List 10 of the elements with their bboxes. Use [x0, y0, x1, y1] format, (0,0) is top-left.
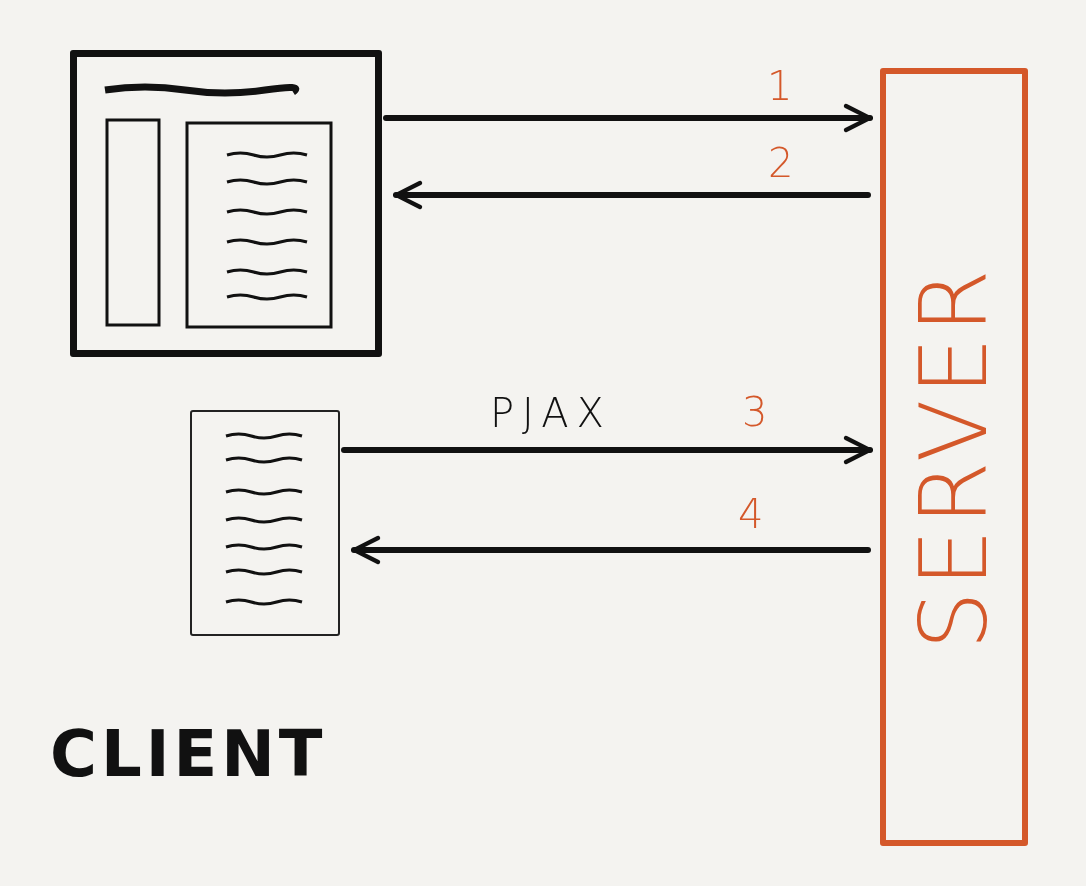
server-box: [880, 68, 1028, 846]
arrow: [341, 435, 873, 465]
browser-window-drawing: [70, 50, 382, 357]
document-drawing: [190, 410, 340, 636]
server-label: SERVER: [900, 264, 1008, 650]
arrow: [383, 103, 873, 133]
arrow: [351, 535, 871, 565]
protocol-label: PJAX: [490, 393, 612, 433]
client-label: CLIENT: [50, 722, 327, 786]
arrow: [393, 180, 871, 210]
